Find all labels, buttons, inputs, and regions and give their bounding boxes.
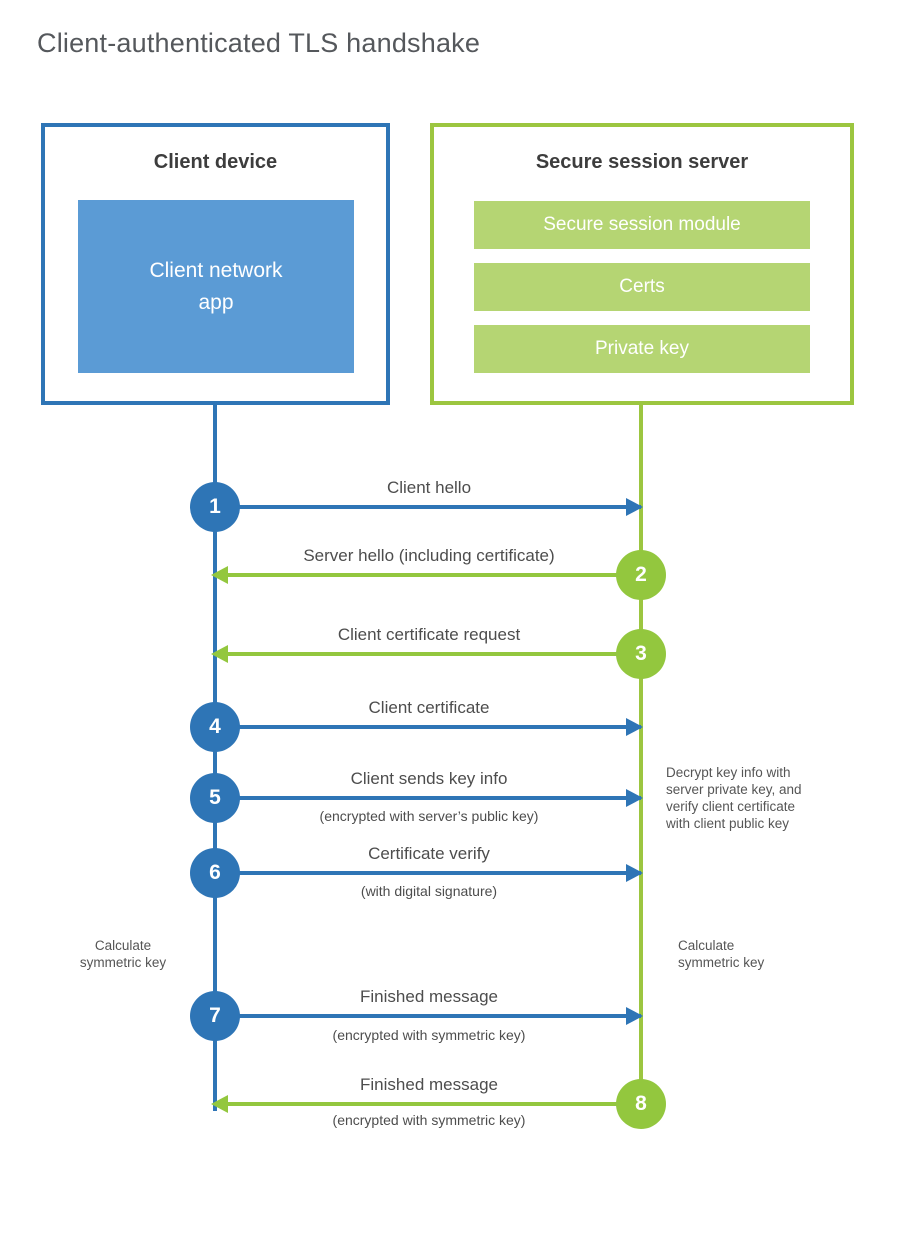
step-badge-2: 2 [616, 550, 666, 600]
server-module-private-key: Private key [474, 325, 810, 373]
step-badge-4: 4 [190, 702, 240, 752]
server-lifeline [639, 405, 643, 1111]
message-label: Finished message [360, 1075, 498, 1094]
calculate-symmetric-key-server: Calculate symmetric key [678, 938, 765, 970]
client-device-box: Client device Client network app [41, 123, 390, 405]
step-badge-1: 1 [190, 482, 240, 532]
client-device-title: Client device [153, 151, 278, 173]
arrow-line [215, 725, 641, 729]
arrow-line [215, 1102, 641, 1106]
message-label: Client certificate request [337, 625, 521, 644]
arrowhead-right-icon [626, 789, 643, 807]
arrowhead-right-icon [626, 498, 643, 516]
decrypt-key-note: Decrypt key info with server private key… [666, 765, 802, 831]
arrow-line [215, 652, 641, 656]
message-label: Client hello [386, 478, 472, 497]
client-lifeline [213, 405, 217, 1111]
arrowhead-left-icon [211, 566, 228, 584]
message-sublabel: (with digital signature) [360, 883, 498, 899]
message-label: Client certificate [368, 698, 490, 717]
server-box: Secure session server Secure session mod… [430, 123, 854, 405]
arrow-line [215, 796, 641, 800]
arrow-line [215, 505, 641, 509]
arrow-line [215, 1014, 641, 1018]
message-label: Certificate verify [368, 844, 490, 863]
step-badge-8: 8 [616, 1079, 666, 1129]
message-label: Server hello (including certificate) [303, 546, 555, 565]
arrowhead-left-icon [211, 645, 228, 663]
message-label: Finished message [360, 987, 498, 1006]
arrowhead-right-icon [626, 1007, 643, 1025]
arrowhead-right-icon [626, 718, 643, 736]
step-badge-7: 7 [190, 991, 240, 1041]
client-network-app-box: Client network app [78, 200, 354, 373]
message-sublabel: (encrypted with symmetric key) [332, 1027, 526, 1043]
step-badge-3: 3 [616, 629, 666, 679]
message-sublabel: (encrypted with server’s public key) [319, 808, 539, 824]
page-title: Client-authenticated TLS handshake [37, 28, 481, 58]
step-badge-6: 6 [190, 848, 240, 898]
arrow-line [215, 871, 641, 875]
step-badge-5: 5 [190, 773, 240, 823]
server-title: Secure session server [535, 151, 749, 173]
arrowhead-right-icon [626, 864, 643, 882]
message-sublabel: (encrypted with symmetric key) [332, 1112, 526, 1128]
server-module-certs: Certs [474, 263, 810, 311]
arrow-line [215, 573, 641, 577]
server-module-secure-session: Secure session module [474, 201, 810, 249]
arrowhead-left-icon [211, 1095, 228, 1113]
message-label: Client sends key info [350, 769, 508, 788]
calculate-symmetric-key-client: Calculate symmetric key [79, 938, 167, 970]
